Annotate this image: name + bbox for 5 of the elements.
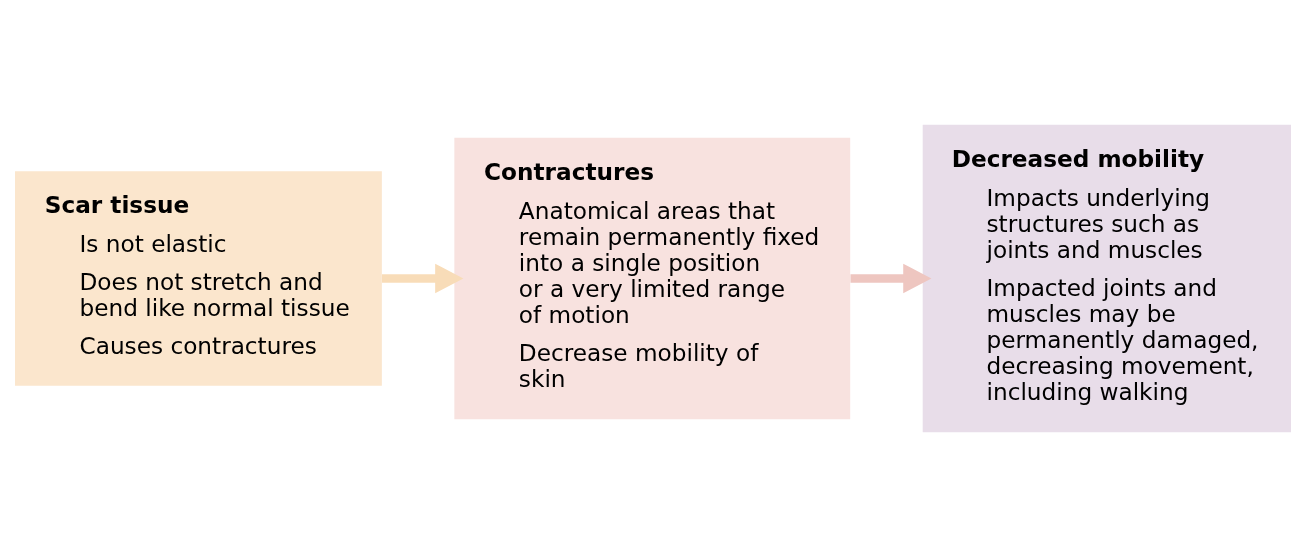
node-box: Decreased mobility Impacts underlying structures such as joints and muscles Impacted joints and muscles may be permanently damaged, decreasing movement, including walking — [922, 124, 1291, 433]
arrow — [850, 263, 932, 294]
node-box: Scar tissue Is not elastic Does not stretch and bend like normal tissue Causes contractures — [15, 171, 382, 386]
arrow — [382, 263, 464, 294]
node-box: Contractures Anatomical areas that remain permanently fixed into a single position or a very limited range of motion Decrease mobility of skin — [454, 137, 851, 420]
